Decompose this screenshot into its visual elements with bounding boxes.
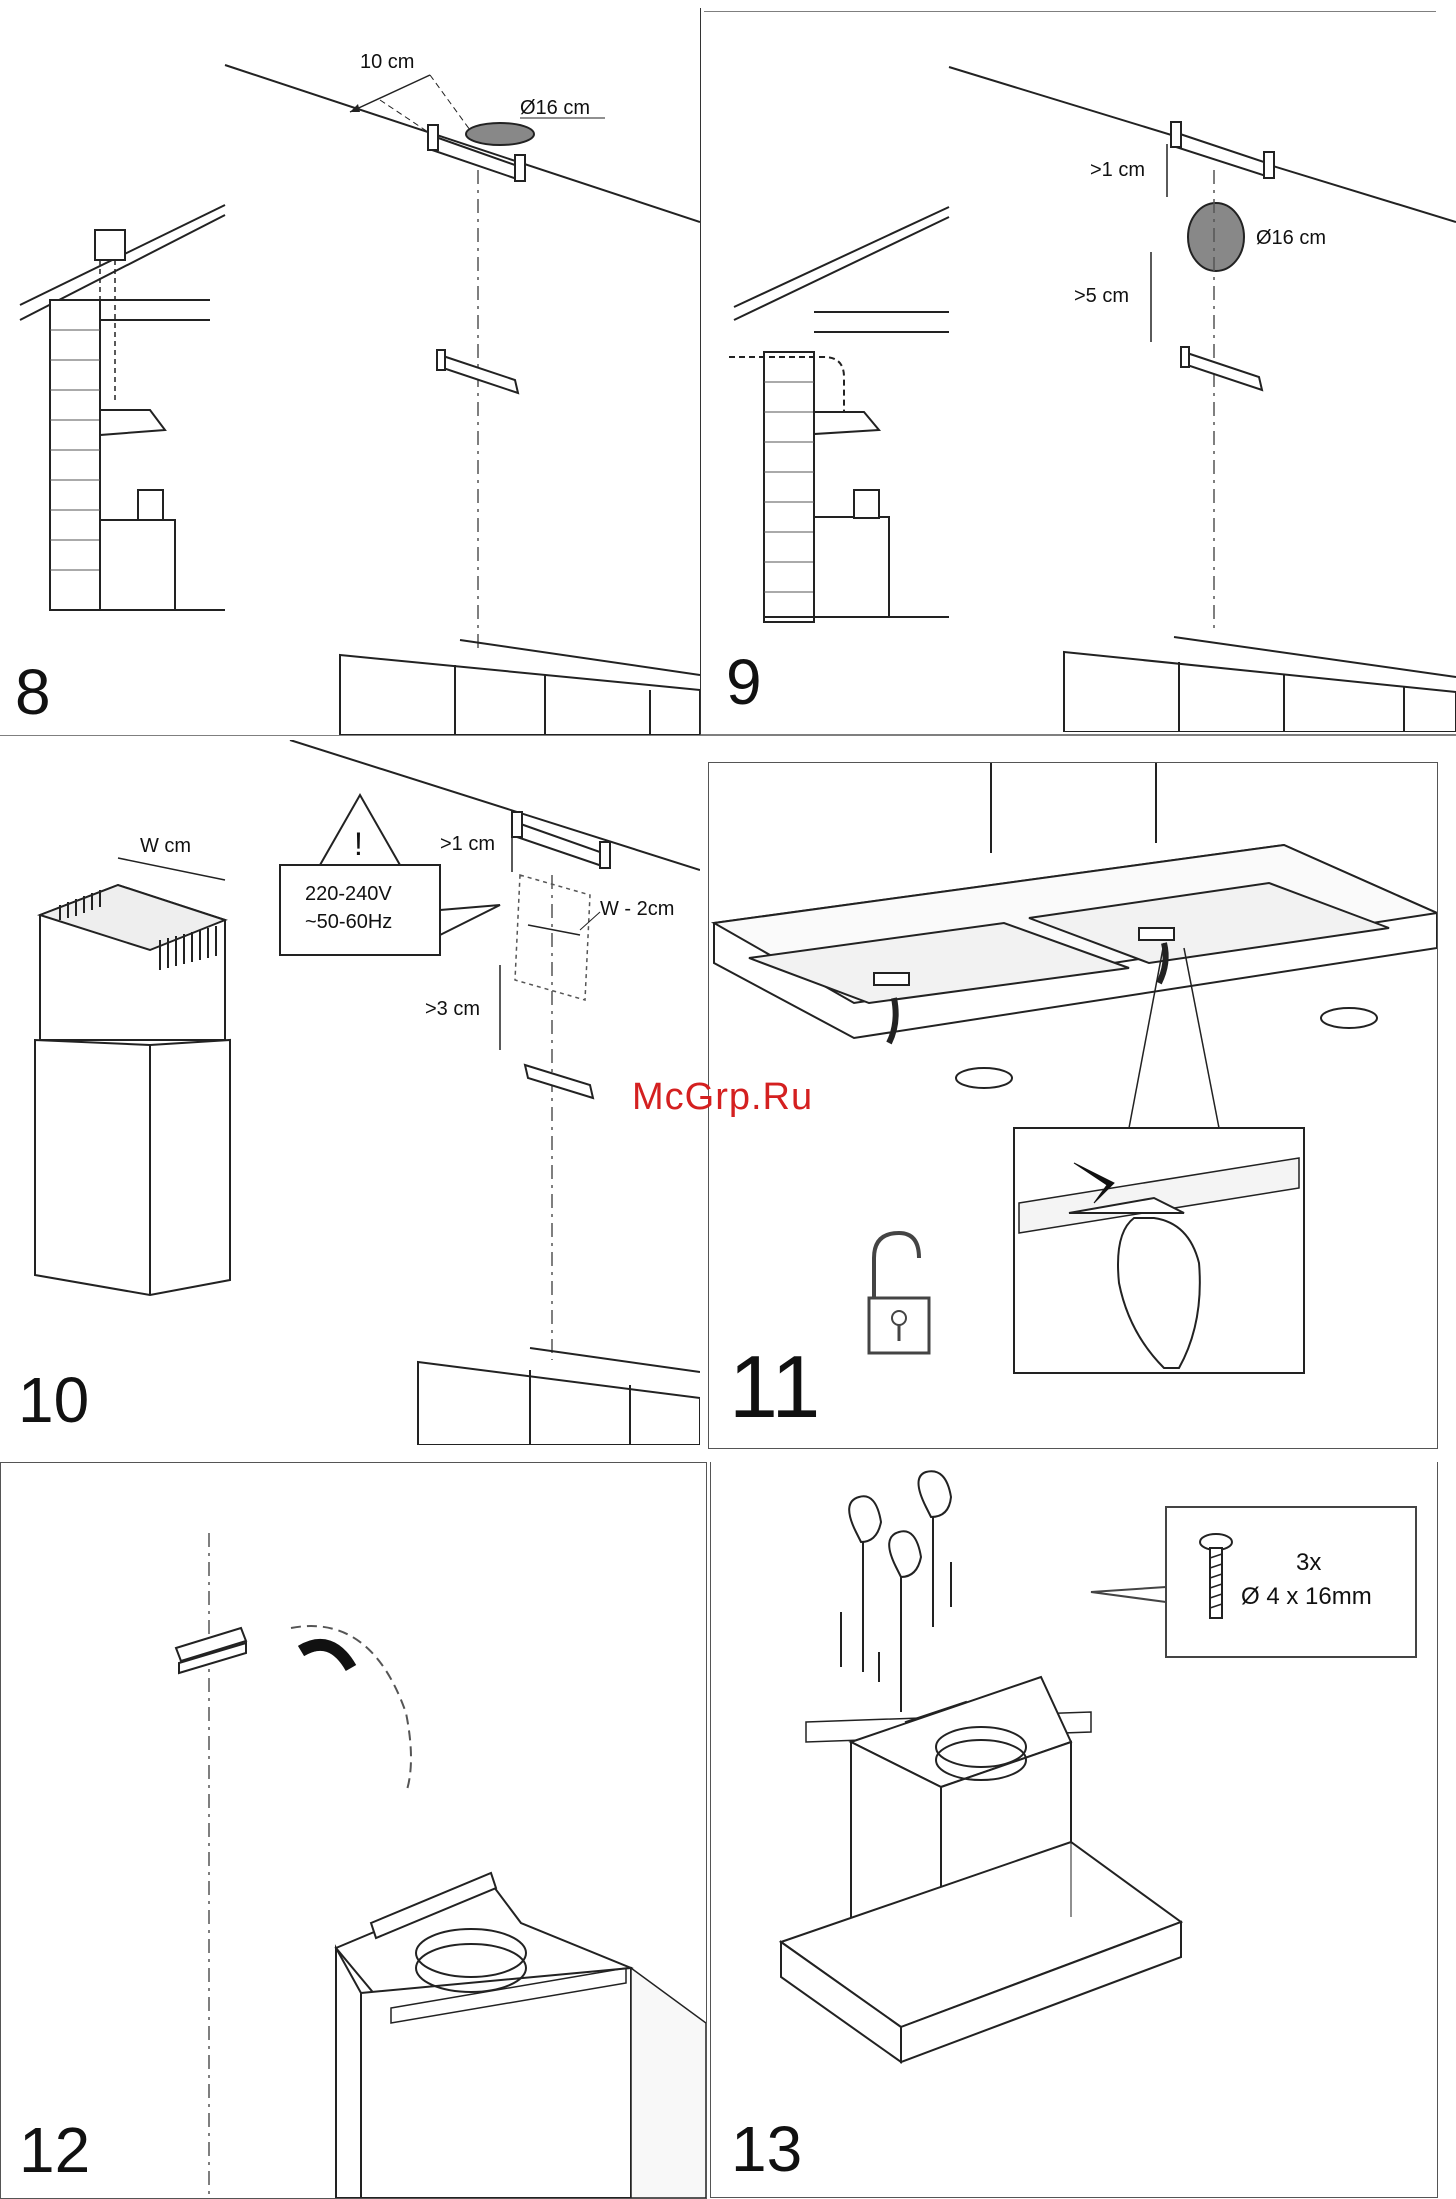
step-10-gap-bottom-label: >3 cm <box>425 998 480 1020</box>
step-8-illustration: 10 cm Ø16 cm <box>0 0 700 735</box>
step-10-number: 10 <box>18 1368 89 1432</box>
step-8-panel: 10 cm Ø16 cm <box>0 0 700 735</box>
step-9-gap-top-label: >1 cm <box>1090 159 1145 181</box>
step-8-number: 8 <box>15 660 51 724</box>
step-13-quantity-label: 3x <box>1296 1549 1321 1576</box>
step-13-screw-size-label: Ø 4 x 16mm <box>1241 1583 1372 1610</box>
step-10-voltage-label: 220-240V <box>305 883 392 905</box>
svg-text:!: ! <box>354 826 363 862</box>
step-13-panel: 3x Ø 4 x 16mm 13 <box>710 1462 1438 2198</box>
step-8-diameter-label: Ø16 cm <box>520 97 590 119</box>
step-9-illustration: >1 cm Ø16 cm >5 cm <box>704 12 1456 732</box>
step-11-number: 11 <box>729 1343 820 1431</box>
watermark: McGrp.Ru <box>632 1076 813 1119</box>
step-12-number: 12 <box>19 2118 90 2182</box>
step-12-illustration <box>1 1463 706 2198</box>
hand-icon <box>849 1471 951 1712</box>
step-13-illustration: 3x Ø 4 x 16mm <box>711 1462 1437 2197</box>
curved-arrow-icon <box>301 1645 351 1668</box>
step-9-number: 9 <box>726 650 762 714</box>
step-11-panel: 11 <box>708 762 1438 1449</box>
step-10-width-minus-label: W - 2cm <box>600 898 674 920</box>
step-9-panel: >1 cm Ø16 cm >5 cm 9 <box>704 12 1456 732</box>
step-10-panel: W cm ! 220-240V ~50-60Hz >1 cm W - 2 <box>0 740 700 1445</box>
step-10-illustration: W cm ! 220-240V ~50-60Hz >1 cm W - 2 <box>0 740 700 1445</box>
step-12-panel: 12 <box>0 1462 707 2199</box>
step-10-width-label: W cm <box>140 835 191 857</box>
step-9-diameter-label: Ø16 cm <box>1256 227 1326 249</box>
step-10-frequency-label: ~50-60Hz <box>305 911 392 933</box>
padlock-open-icon <box>869 1233 929 1353</box>
step-9-gap-bottom-label: >5 cm <box>1074 285 1129 307</box>
step-8-offset-label: 10 cm <box>360 51 414 73</box>
step-10-gap-top-label: >1 cm <box>440 833 495 855</box>
step-13-number: 13 <box>731 2117 802 2181</box>
